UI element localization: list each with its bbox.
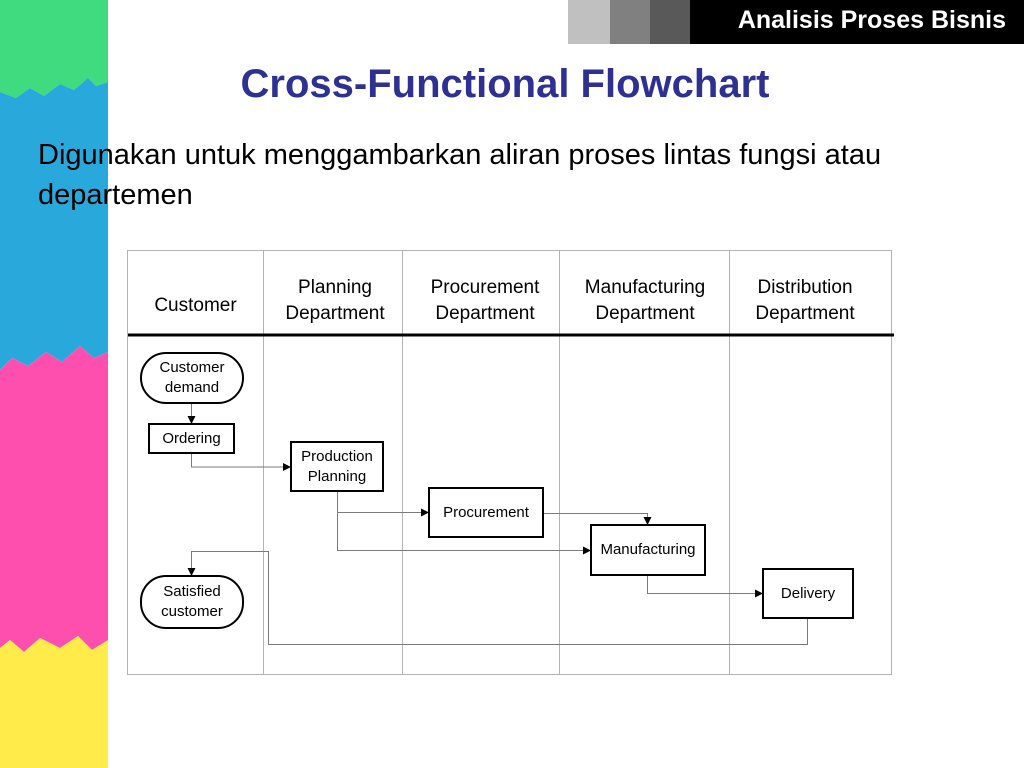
node-label: Manufacturing: [600, 541, 696, 558]
node-satisfied-customer: Satisfied customer: [140, 575, 244, 629]
node-label: Production: [301, 447, 373, 465]
edge-manufacturing-to-delivery: [647, 575, 763, 598]
lane-header-label: Distribution: [757, 277, 853, 298]
lane-header-label: Planning: [298, 277, 372, 298]
edge-ordering-to-planning: [191, 454, 291, 471]
edge-delivery-to-satisfied: [187, 551, 808, 645]
edge-procurement-to-manufacturing: [543, 513, 652, 525]
lane-header-label: Procurement: [430, 277, 540, 298]
lane-header-label: Customer: [154, 295, 237, 316]
node-label: demand: [164, 379, 220, 396]
lane-header-manufacturing: Manufacturing Department: [564, 275, 726, 327]
lane-header-label: Department: [285, 303, 385, 324]
lane-header-customer: Customer: [128, 293, 263, 319]
lane-header-label: Manufacturing: [584, 277, 706, 298]
node-label: Procurement: [443, 503, 529, 521]
node-ordering: Ordering: [148, 423, 235, 454]
lane-header-label: Department: [595, 303, 695, 324]
node-label: Ordering: [162, 429, 221, 447]
decorative-color-strip: [0, 0, 110, 768]
header-decor-square-mid: [610, 0, 650, 44]
header-decor-square-light: [568, 0, 610, 44]
swimlane-frame: [127, 250, 892, 675]
node-label: Satisfied: [163, 583, 221, 600]
subtitle: Digunakan untuk menggambarkan aliran pro…: [38, 139, 882, 211]
node-label: customer: [161, 603, 223, 620]
header-decor-square-dark: [650, 0, 690, 44]
header-badge: Analisis Proses Bisnis: [690, 0, 1024, 44]
lane-header-distribution: Distribution Department: [730, 275, 880, 327]
node-label: Planning: [307, 467, 367, 485]
edge-planning-to-procurement: [337, 492, 429, 517]
node-manufacturing: Manufacturing: [590, 524, 706, 576]
lane-header-label: Department: [755, 303, 855, 324]
lane-header-procurement: Procurement Department: [408, 275, 562, 327]
lane-header-planning: Planning Department: [264, 275, 406, 327]
header-badge-text: Analisis Proses Bisnis: [737, 6, 1006, 34]
node-procurement: Procurement: [428, 487, 544, 538]
page-title: Cross-Functional Flowchart: [240, 62, 770, 106]
lane-header-label: Department: [435, 303, 535, 324]
node-label: Customer: [159, 359, 225, 376]
node-label: Delivery: [780, 584, 836, 602]
node-delivery: Delivery: [762, 568, 854, 619]
node-production-planning: Production Planning: [290, 441, 384, 492]
edge-planning-to-manufacturing: [337, 512, 591, 555]
node-customer-demand: Customer demand: [140, 352, 244, 404]
